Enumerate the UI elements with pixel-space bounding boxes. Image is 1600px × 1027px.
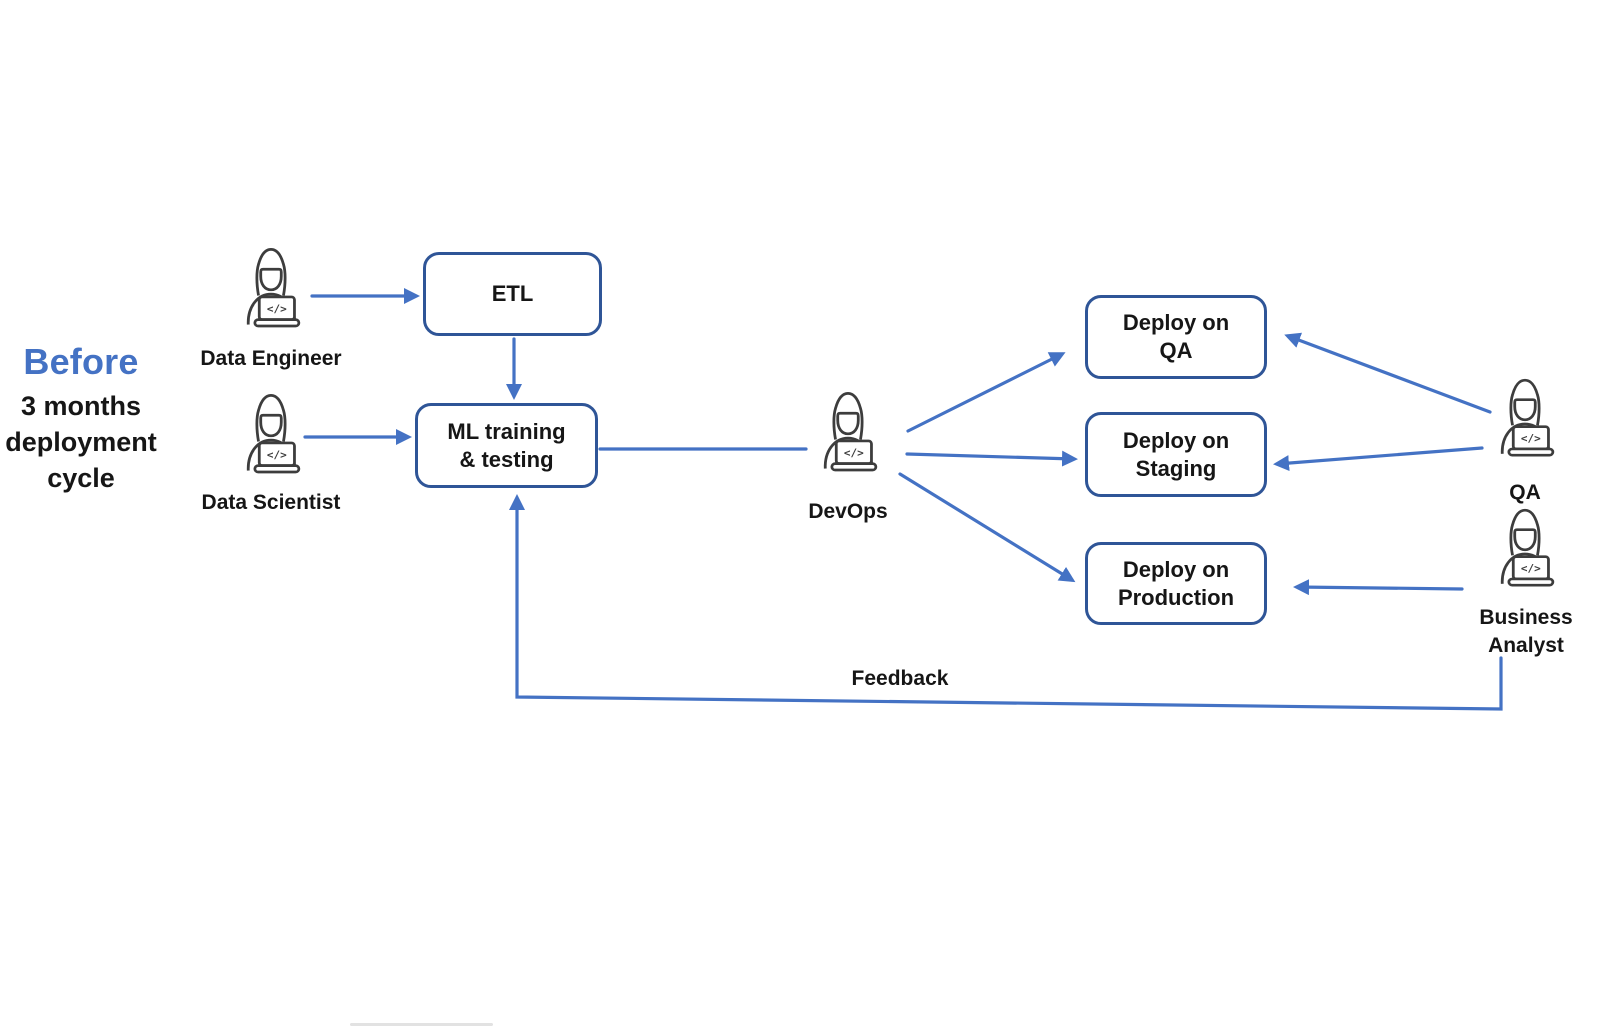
person-business-analyst: </> — [1492, 504, 1558, 590]
person-devops: </> — [815, 387, 881, 475]
svg-text:</>: </> — [844, 447, 864, 460]
business-analyst-label: Business Analyst — [1479, 606, 1573, 657]
arrow-feedback-to-ml-training — [509, 494, 1503, 711]
etl-box-label: ETL — [491, 281, 534, 307]
devops-icon: </> — [823, 392, 878, 472]
cropped-element-edge — [350, 1023, 493, 1026]
deploy-staging-box: Deploy on Staging — [1085, 412, 1267, 497]
deploy-staging-box-label-line2: Staging — [1135, 455, 1217, 481]
svg-text:</>: </> — [267, 303, 287, 316]
svg-text:</>: </> — [267, 449, 287, 462]
arrow-devops-to-deploy-qa — [906, 352, 1066, 433]
arrow-qa-to-deploy-qa — [1284, 332, 1492, 414]
ml-training-box-label-line2: & testing — [459, 446, 554, 472]
qa-label: QA — [1509, 481, 1541, 504]
phase-subtitle: 3 months deployment cycle — [5, 391, 157, 493]
deploy-qa-box-label-line2: QA — [1159, 338, 1193, 363]
deploy-production-box-label-line1: Deploy on — [1122, 556, 1230, 582]
deploy-qa-box-label-line1: Deploy on — [1122, 310, 1230, 336]
deploy-qa-box: Deploy on QA — [1085, 295, 1267, 379]
person-data-engineer: </> — [238, 243, 304, 331]
data-engineer-label: Data Engineer — [200, 347, 342, 370]
etl-box: ETL — [423, 252, 602, 336]
arrow-business-analyst-to-deploy-production — [1293, 579, 1464, 596]
phase-title: Before — [23, 341, 139, 382]
feedback-label: Feedback — [851, 667, 949, 690]
arrow-devops-to-deploy-staging — [905, 450, 1078, 467]
data-engineer-icon: </> — [246, 248, 301, 328]
svg-text:</>: </> — [1521, 562, 1541, 575]
ml-training-box-label-line1: ML training — [447, 418, 566, 444]
business-analyst-icon: </> — [1500, 508, 1555, 587]
deploy-production-box-label-line2: Production — [1117, 584, 1235, 610]
qa-icon: </> — [1500, 378, 1555, 457]
ml-training-box: ML training & testing — [415, 403, 598, 488]
arrow-devops-to-deploy-production — [898, 472, 1076, 583]
deploy-production-box: Deploy on Production — [1085, 542, 1267, 625]
svg-text:</>: </> — [1521, 432, 1541, 445]
deploy-staging-box-label-line1: Deploy on — [1122, 427, 1230, 453]
devops-label: DevOps — [808, 500, 888, 523]
data-scientist-label: Data Scientist — [201, 491, 341, 514]
person-data-scientist: </> — [238, 389, 304, 477]
arrow-qa-to-deploy-staging — [1273, 446, 1484, 472]
person-qa: </> — [1492, 374, 1558, 460]
data-scientist-icon: </> — [246, 394, 301, 474]
